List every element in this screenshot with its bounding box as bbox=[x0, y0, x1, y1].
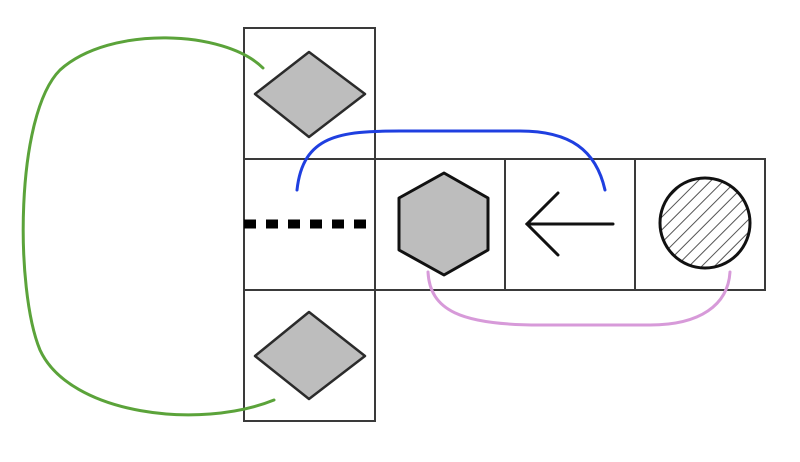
arrow-left-icon bbox=[524, 191, 615, 257]
diamond-icon bbox=[253, 310, 367, 401]
cell-bottom bbox=[243, 289, 376, 422]
connection-green bbox=[21, 36, 276, 417]
connection-pink bbox=[426, 270, 732, 327]
cell-far-right bbox=[634, 158, 766, 291]
hexagon-icon bbox=[397, 171, 490, 277]
hatched-circle-icon bbox=[658, 176, 752, 270]
net-cells bbox=[243, 27, 766, 422]
diamond-icon bbox=[253, 50, 367, 139]
connection-blue bbox=[295, 129, 607, 192]
